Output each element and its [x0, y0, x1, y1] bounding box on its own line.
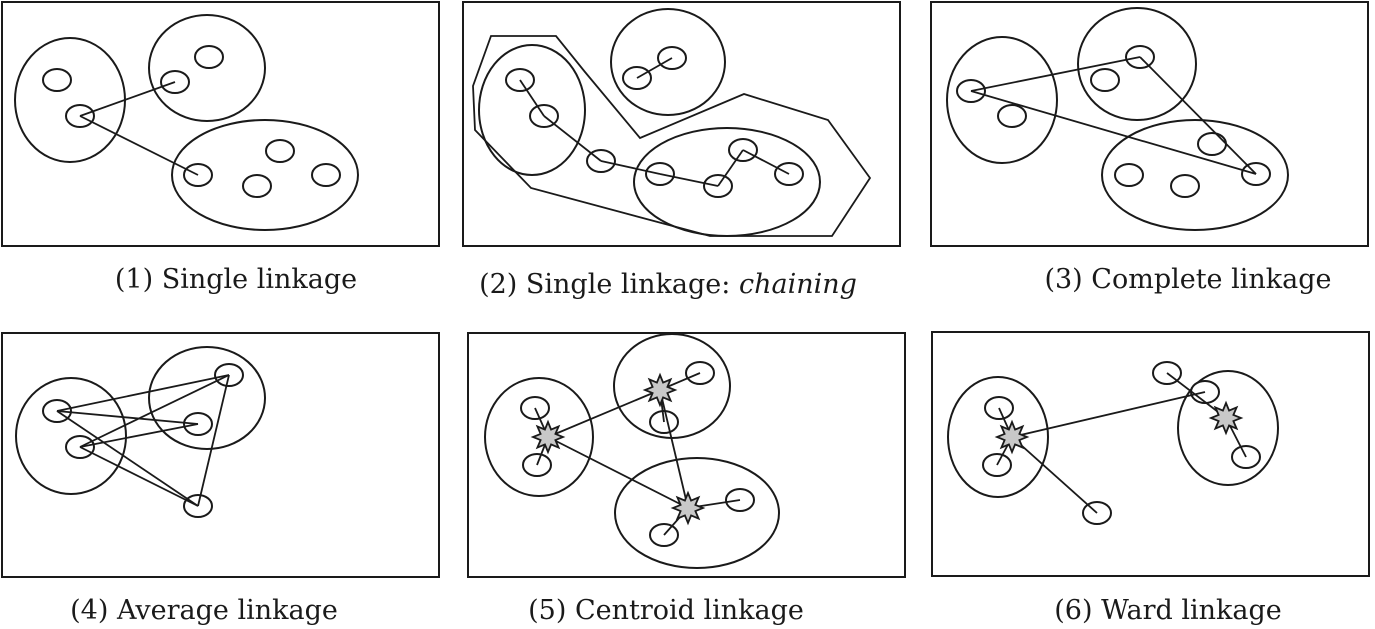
panel-caption: (1) Single linkage [115, 264, 357, 295]
cluster-ellipse [148, 346, 266, 450]
linkage-line [600, 160, 661, 175]
panel-single-linkage [1, 1, 440, 247]
linkage-line [197, 374, 230, 507]
linkage-line [79, 115, 199, 176]
linkage-line [970, 90, 1257, 175]
linkage-line [79, 423, 199, 448]
data-point [1114, 163, 1144, 187]
cluster-ellipse [171, 119, 359, 231]
panel-average-linkage [1, 332, 440, 578]
linkage-line [636, 57, 673, 79]
linkage-line [547, 436, 689, 509]
cluster-ellipse [1077, 7, 1197, 121]
linkage-line [56, 410, 199, 425]
caption-label: (4) Average linkage [70, 595, 338, 626]
centroid-star-icon [994, 419, 1030, 455]
linkage-line [79, 81, 176, 117]
data-point [194, 45, 224, 69]
panels-layer [1, 1, 1370, 578]
caption-label: (3) Complete linkage [1044, 264, 1331, 295]
linkage-line [56, 410, 199, 507]
panel-caption: (2) Single linkage: chaining [479, 269, 857, 300]
panel-frame [930, 1, 1369, 247]
linkage-line [543, 115, 602, 162]
cluster-ellipse [610, 8, 726, 116]
linkage-line [742, 149, 790, 175]
linkage-line [970, 56, 1141, 92]
centroid-star-icon [670, 490, 706, 526]
panel-caption: (4) Average linkage [70, 595, 338, 626]
centroid-star-icon [642, 372, 678, 408]
caption-label: (1) Single linkage [115, 264, 357, 295]
centroid-star-icon [530, 419, 566, 455]
panel-ward-linkage [931, 331, 1370, 577]
linkage-line [56, 374, 230, 412]
data-point [311, 163, 341, 187]
data-point [42, 68, 72, 92]
panel-single-linkage-chaining [462, 1, 901, 247]
data-point [1197, 132, 1227, 156]
linkage-line [659, 389, 689, 509]
data-point [1090, 68, 1120, 92]
caption-label: (5) Centroid linkage [528, 595, 804, 626]
panel-caption: (5) Centroid linkage [528, 595, 804, 626]
linkage-line [519, 79, 545, 117]
cluster-ellipse [478, 44, 586, 176]
centroid-star-icon [1208, 400, 1244, 436]
caption-label: (6) Ward linkage [1054, 595, 1281, 626]
caption-label: (2) Single linkage: [479, 269, 739, 300]
data-point [1170, 174, 1200, 198]
linkage-line [79, 446, 199, 507]
cluster-ellipse [1101, 119, 1289, 231]
panel-caption: (6) Ward linkage [1054, 595, 1281, 626]
data-point [997, 104, 1027, 128]
cluster-ellipse [15, 377, 127, 495]
data-point [265, 139, 295, 163]
cluster-ellipse [148, 14, 266, 122]
chain-hull-outline [472, 35, 872, 237]
captions-layer: (1) Single linkage (2) Single linkage: ch… [70, 264, 1331, 626]
cluster-ellipse [633, 127, 821, 237]
linkage-line [1011, 436, 1098, 514]
cluster-ellipse [946, 36, 1058, 164]
cluster-ellipse [614, 457, 780, 569]
panel-frame [462, 1, 901, 247]
linkage-line [717, 149, 744, 187]
cluster-ellipse [484, 377, 594, 497]
linkage-line [659, 173, 719, 187]
data-point [242, 174, 272, 198]
linkage-line [547, 389, 661, 438]
panel-complete-linkage [930, 1, 1369, 247]
cluster-ellipse [1177, 370, 1279, 486]
linkage-line [1011, 391, 1206, 438]
linkage-line [79, 374, 230, 448]
cluster-ellipse [947, 376, 1049, 498]
linkage-line [1139, 56, 1257, 175]
caption-emphasis: chaining [739, 269, 857, 300]
panel-centroid-linkage [467, 332, 906, 578]
panel-caption: (3) Complete linkage [1044, 264, 1331, 295]
panel-frame [931, 331, 1370, 577]
